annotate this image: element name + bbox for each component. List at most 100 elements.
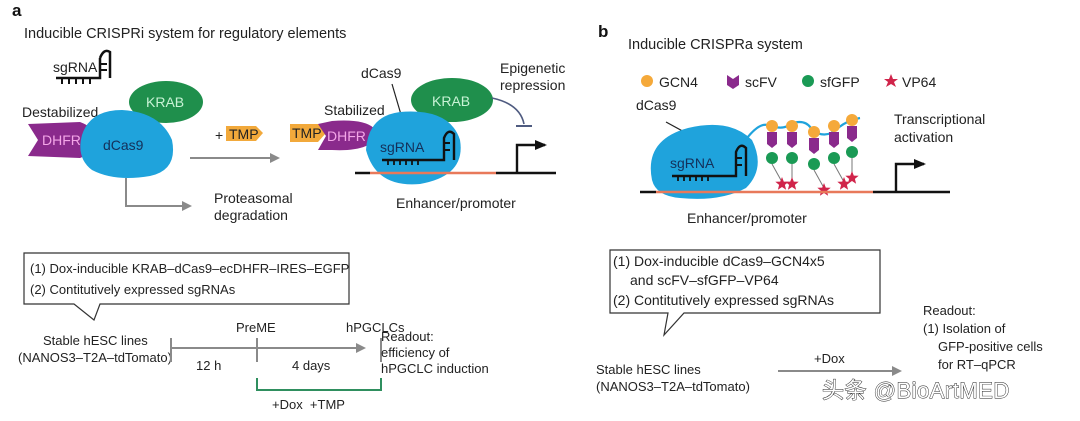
scfv-icon [787,132,797,148]
scfv-icon [829,132,839,148]
readout-b-3: GFP-positive cells [938,339,1043,354]
promoter-arrow-b [894,159,926,192]
dcas9-label-b: dCas9 [636,97,677,113]
callout-b-line2: and scFV–sfGFP–VP64 [630,272,779,288]
panel-b-letter: b [598,22,608,41]
legend-sfgfp: sfGFP [820,74,860,90]
dcas9-protein-a1 [80,110,174,178]
sgrna-label-a2: sgRNA [380,139,425,155]
readout-a-2: efficiency of [381,345,450,360]
sgrna-icon-a2 [382,130,456,162]
cell-line-b-2: (NANOS3–T2A–tdTomato) [596,379,750,394]
scfv-icon [767,132,777,148]
dhfr-label-a1: DHFR [42,132,81,148]
promoter-arrow-a [515,140,547,173]
enhancer-label-b: Enhancer/promoter [687,210,807,226]
sfgfp-icon [846,146,858,158]
vp64-icon [845,171,859,184]
watermark: 头条 @BioArtMED [822,378,1010,403]
callout-b-line3: (2) Contitutively expressed sgRNAs [613,292,834,308]
epigenetic-label-1: Epigenetic [500,60,565,76]
krab-label-a2: KRAB [432,93,470,109]
callout-box-b [609,249,881,337]
dhfr-domain-a2 [318,120,378,151]
gcn4-icon [808,126,820,138]
sgrna-label-b: sgRNA [670,155,715,171]
sfgfp-icon [766,152,778,164]
panel-a-letter: a [12,1,22,20]
treatment-label: +Dox +TMP [272,397,345,412]
dcas9-protein-a2 [366,111,461,185]
sfgfp-icon [802,75,814,87]
vp64-icon [817,183,831,196]
callout-b-line1: (1) Dox-inducible dCas9–GCN4x5 [613,253,825,269]
legend-gcn4: GCN4 [659,74,698,90]
dhfr-label-a2: DHFR [327,128,366,144]
dox-label: +Dox [814,351,845,366]
legend: GCN4 scFV sfGFP VP64 [641,74,936,90]
readout-b-2: (1) Isolation of [923,321,1006,336]
dcas9-label-a1: dCas9 [103,137,144,153]
sfgfp-icon [786,152,798,164]
interval-12h: 12 h [196,358,221,373]
repression-arrow [491,97,525,125]
krab-label-a1: KRAB [146,94,184,110]
cell-line-b-1: Stable hESC lines [596,362,701,377]
readout-a-3: hPGCLC induction [381,361,489,376]
stage-hpgclcs: hPGCLCs [346,320,405,335]
activation-label-1: Transcriptional [894,111,985,127]
callout-a-line2: (2) Contitutively expressed sgRNAs [30,282,236,297]
sgrna-icon: sgRNA [53,49,112,84]
vp64-icon [785,177,799,190]
cell-line-a-2: (NANOS3–T2A–tdTomato) [18,350,172,365]
linker [833,163,845,183]
sfgfp-icon [828,152,840,164]
krab-domain-a1 [129,81,203,123]
krab-domain-a2 [411,78,493,122]
gcn4-icon [766,120,778,132]
stabilized-label: Stabilized [324,102,385,118]
treatment-bracket [256,378,382,391]
epigenetic-label-2: repression [500,77,565,93]
tmp-molecule-a1 [226,126,263,141]
tmp-label-a2: TMP [292,125,322,141]
scfv-icon [809,138,819,154]
interval-4days: 4 days [292,358,331,373]
gcn4-tether [743,116,861,143]
panel-a-title: Inducible CRISPRi system for regulatory … [24,26,346,42]
degradation-label-2: degradation [214,207,288,223]
activator-array [766,114,859,196]
dcas9-label-a2: dCas9 [361,65,402,81]
readout-b-4: for RT–qPCR [938,357,1016,372]
legend-scfv: scFV [745,74,778,90]
callout-a-line1: (1) Dox-inducible KRAB–dCas9–ecDHFR–IRES… [30,261,349,276]
sfgfp-icon [808,158,820,170]
legend-vp64: VP64 [902,74,936,90]
degradation-arrow [125,178,192,211]
tmp-molecule-a2 [290,124,326,142]
plus-sign: + [215,127,223,143]
sgrna-icon-b [672,144,748,178]
activation-label-2: activation [894,129,953,145]
gcn4-icon [846,114,858,126]
gcn4-icon [828,120,840,132]
tmp-label-a1: TMP [229,126,259,142]
gcn4-icon [641,75,653,87]
destabilized-label: Destabilized [22,104,98,120]
readout-a-1: Readout: [381,329,434,344]
vp64-icon [884,74,898,87]
degradation-label-1: Proteasomal [214,190,293,206]
stage-preme: PreME [236,320,276,335]
cell-line-a-1: Stable hESC lines [43,333,148,348]
enhancer-label-a: Enhancer/promoter [396,195,516,211]
linker [771,163,783,183]
scfv-icon [727,75,739,89]
scfv-icon [847,126,857,142]
callout-box-a [23,252,350,321]
vp64-icon [775,177,789,190]
gcn4-icon [786,120,798,132]
sgrna-label: sgRNA [53,59,98,75]
panel-b-title: Inducible CRISPRa system [628,37,803,53]
linker [813,169,825,189]
